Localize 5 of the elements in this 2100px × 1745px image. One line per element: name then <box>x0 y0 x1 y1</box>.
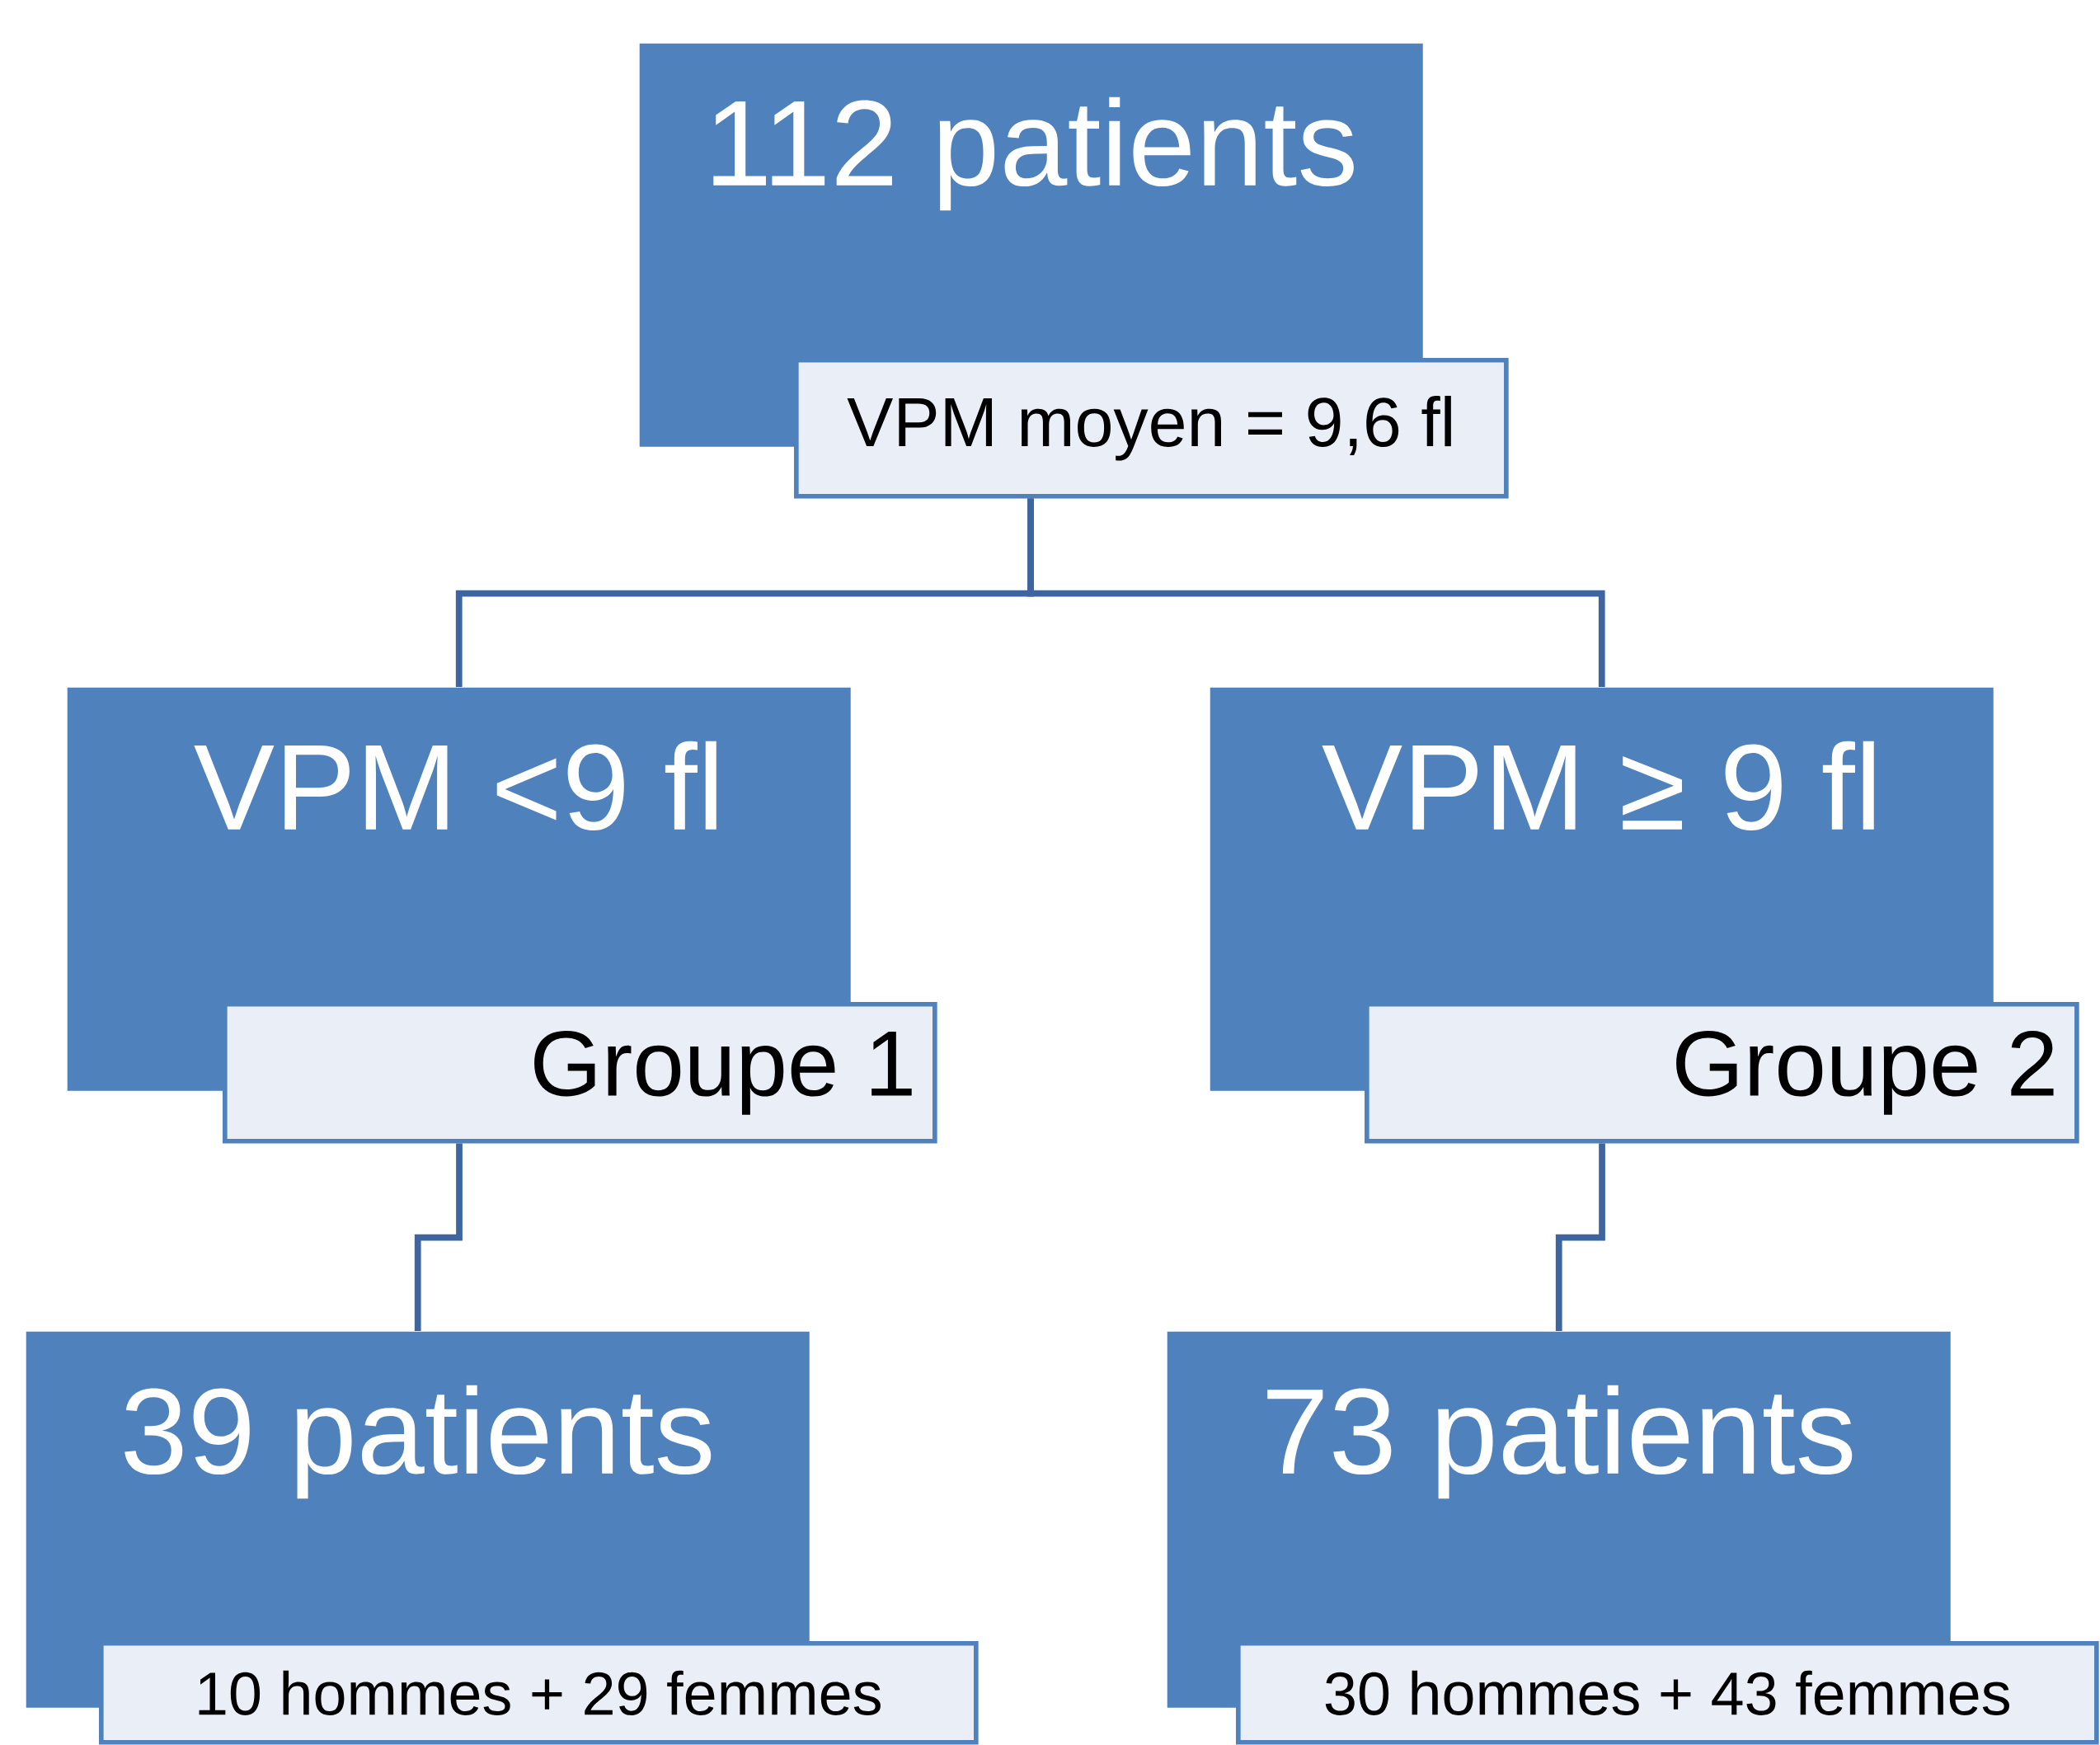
label-box: Groupe 1 <box>223 1002 937 1144</box>
label-box: 10 hommes + 29 femmes <box>99 1641 979 1745</box>
label-box: VPM moyen = 9,6 fl <box>794 357 1509 499</box>
label-box: 30 hommes + 43 femmes <box>1236 1641 2099 1745</box>
label-box: Groupe 2 <box>1365 1002 2079 1144</box>
